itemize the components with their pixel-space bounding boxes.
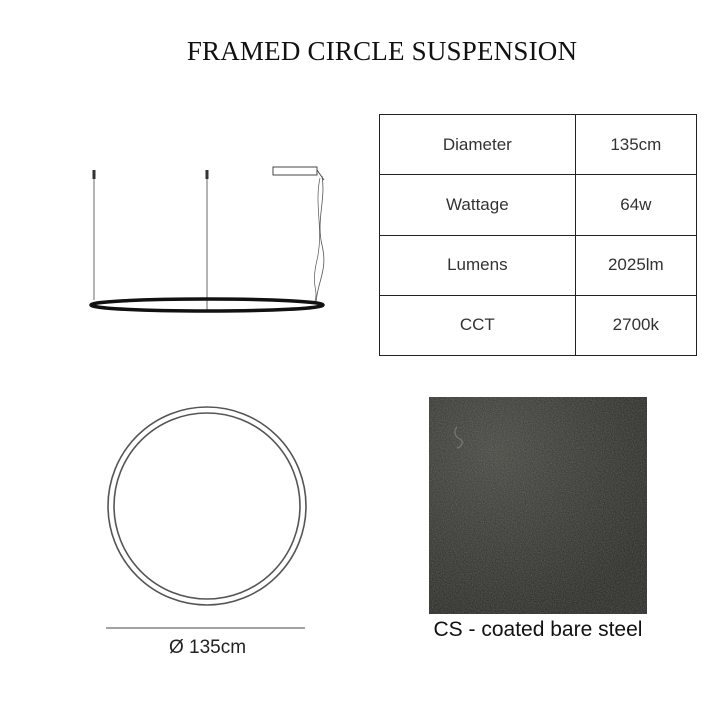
spec-label: Diameter (379, 113, 576, 176)
spec-row-diameter: Diameter 135cm (379, 113, 698, 176)
page-title: FRAMED CIRCLE SUSPENSION (186, 36, 578, 66)
spec-label: Wattage (379, 174, 576, 236)
spec-row-cct: CCT 2700k (379, 294, 698, 357)
spec-label: CCT (379, 294, 576, 357)
diameter-dimension-label: Ø 135cm (168, 637, 247, 658)
spec-label: Lumens (379, 234, 576, 296)
spec-value: 2700k (574, 294, 698, 357)
suspension-side-view-drawing (89, 166, 325, 313)
spec-value: 135cm (574, 113, 698, 176)
ring-top-view-drawing (106, 406, 307, 629)
spec-value: 64w (574, 174, 698, 236)
steel-texture (429, 397, 647, 614)
finish-swatch (429, 397, 647, 614)
specifications-table: Diameter 135cm Wattage 64w Lumens 2025lm… (379, 113, 698, 357)
finish-label: CS - coated bare steel (433, 618, 643, 641)
spec-row-wattage: Wattage 64w (379, 174, 698, 236)
spec-row-lumens: Lumens 2025lm (379, 234, 698, 296)
spec-value: 2025lm (574, 234, 698, 296)
